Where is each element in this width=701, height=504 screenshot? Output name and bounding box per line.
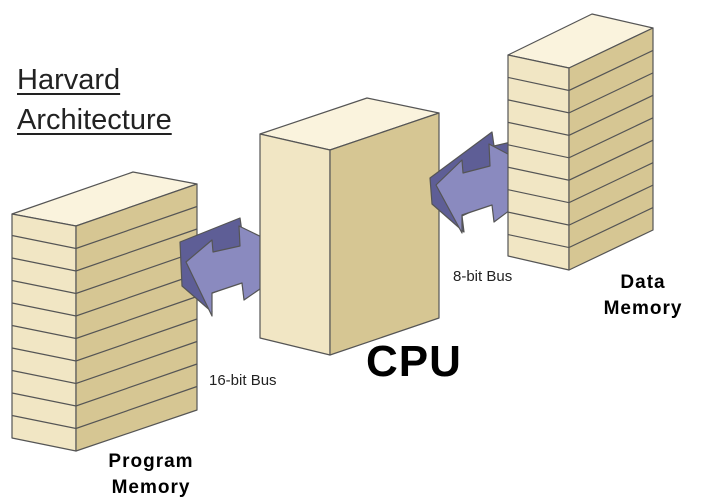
data-memory-front <box>507 54 570 271</box>
memory-layer-line <box>507 162 654 204</box>
memory-layer-line <box>11 318 198 362</box>
data-memory-label-line-2: Memory <box>603 298 683 319</box>
cpu-front <box>259 133 331 356</box>
program-memory-label: Program Memory <box>86 449 216 501</box>
cpu-side <box>329 112 440 356</box>
cpu-block <box>259 97 440 356</box>
data-memory-side <box>568 27 654 271</box>
program-memory-layers <box>11 205 198 430</box>
memory-layer-line <box>507 139 654 181</box>
program-memory-label-line-2: Memory <box>111 477 191 498</box>
data-bus-label: 8-bit Bus <box>453 268 513 285</box>
program-bus-label: 16-bit Bus <box>209 372 277 389</box>
data-memory-label-line-1: Data <box>620 272 666 293</box>
memory-layer-line <box>11 250 198 295</box>
memory-layer-line <box>11 205 198 250</box>
title-line-1: Harvard <box>17 64 121 96</box>
memory-layer-line <box>507 94 654 136</box>
memory-layer-line <box>11 273 198 317</box>
memory-layer-line <box>507 49 654 92</box>
memory-layer-line <box>11 363 198 407</box>
program-memory-stack <box>11 171 198 452</box>
memory-layer-line <box>11 385 198 430</box>
title-line-2: Architecture <box>17 104 172 136</box>
memory-layer-line <box>507 184 654 226</box>
memory-layer-line <box>11 228 198 272</box>
memory-layer-line <box>507 72 654 114</box>
cpu-label: CPU <box>366 337 462 386</box>
memory-layer-line <box>507 207 654 249</box>
program-memory-label-line-1: Program <box>108 451 194 472</box>
memory-layer-line <box>11 340 198 385</box>
memory-layer-line <box>11 295 198 340</box>
data-memory-stack <box>507 13 654 271</box>
memory-layer-line <box>507 117 654 159</box>
data-memory-layers <box>507 49 654 249</box>
data-memory-label: Data Memory <box>588 270 698 322</box>
